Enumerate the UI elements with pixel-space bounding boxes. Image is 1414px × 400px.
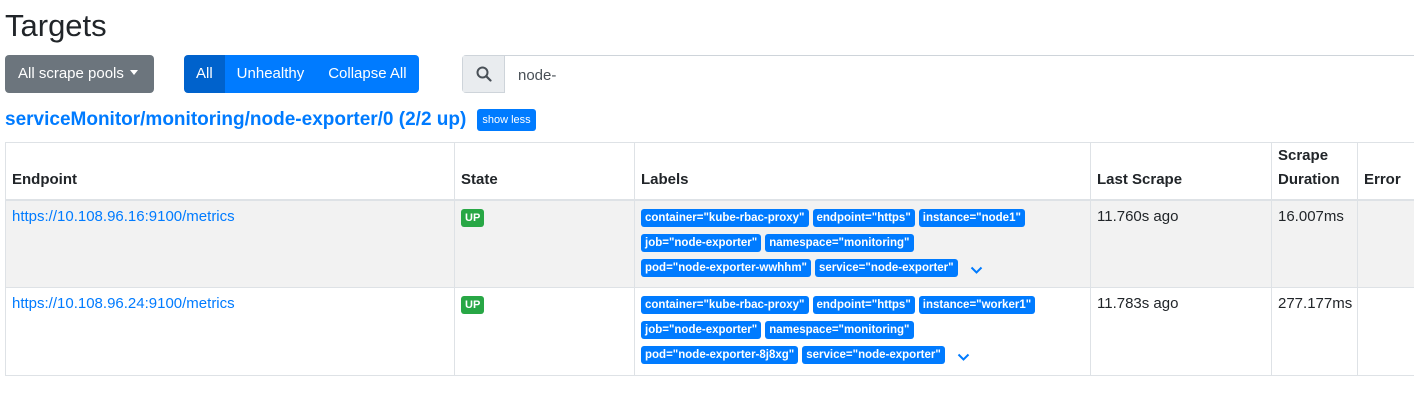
search-box	[462, 55, 1414, 94]
label-badge: instance="node1"	[918, 208, 1025, 227]
last-scrape-value: 11.783s ago	[1090, 287, 1272, 376]
table-row: https://10.108.96.16:9100/metrics UP con…	[5, 199, 1414, 288]
pool-header: serviceMonitor/monitoring/node-exporter/…	[5, 106, 536, 134]
label-badge: namespace="monitoring"	[765, 321, 914, 339]
header-scrape-duration-line1: Scrape	[1278, 146, 1329, 164]
table-row: https://10.108.96.24:9100/metrics UP con…	[5, 287, 1414, 376]
label-badge: job="node-exporter"	[641, 321, 762, 339]
chevron-down-icon[interactable]	[970, 262, 983, 284]
pool-title-link[interactable]: serviceMonitor/monitoring/node-exporter/…	[5, 109, 467, 130]
filter-unhealthy-button[interactable]: Unhealthy	[224, 55, 317, 93]
header-endpoint: Endpoint	[5, 142, 455, 201]
endpoint-link[interactable]: https://10.108.96.16:9100/metrics	[12, 207, 235, 225]
label-badge: instance="worker1"	[918, 296, 1036, 314]
header-error: Error	[1357, 142, 1414, 201]
page-title: Targets	[5, 8, 107, 43]
label-badge: endpoint="https"	[812, 208, 915, 227]
error-value	[1357, 287, 1414, 376]
label-badge: endpoint="https"	[812, 296, 915, 314]
label-badge: container="kube-rbac-proxy"	[641, 208, 809, 227]
scrape-duration-value: 277.177ms	[1271, 287, 1358, 376]
labels-list: container="kube-rbac-proxy" endpoint="ht…	[641, 296, 1071, 371]
scrape-duration-value: 16.007ms	[1271, 199, 1358, 288]
header-scrape-duration-line2: Duration	[1278, 170, 1340, 188]
filter-all-button[interactable]: All	[184, 55, 225, 93]
header-labels: Labels	[634, 142, 1091, 201]
status-badge: UP	[461, 208, 485, 227]
header-state: State	[454, 142, 635, 201]
toolbar: All scrape pools All Unhealthy Collapse …	[5, 55, 1414, 94]
search-input[interactable]	[505, 56, 1414, 94]
show-less-button[interactable]: show less	[477, 109, 536, 131]
error-value	[1357, 199, 1414, 288]
label-badge: container="kube-rbac-proxy"	[641, 296, 809, 314]
scrape-pools-dropdown-button[interactable]: All scrape pools	[5, 55, 154, 93]
scrape-pools-label: All scrape pools	[18, 65, 124, 82]
chevron-down-icon[interactable]	[957, 349, 970, 371]
labels-list: container="kube-rbac-proxy" endpoint="ht…	[641, 208, 1071, 284]
header-last-scrape: Last Scrape	[1090, 142, 1272, 201]
caret-down-icon	[129, 70, 138, 75]
label-badge: namespace="monitoring"	[765, 233, 914, 252]
label-badge: pod="node-exporter-8j8xg"	[641, 346, 799, 364]
label-badge: service="node-exporter"	[815, 258, 958, 277]
collapse-all-button[interactable]: Collapse All	[316, 55, 419, 93]
label-badge: pod="node-exporter-wwhhm"	[641, 258, 812, 277]
table-header-row: Endpoint State Labels Last Scrape Scrape…	[5, 142, 1414, 201]
targets-table: Endpoint State Labels Last Scrape Scrape…	[5, 142, 1414, 376]
search-icon	[463, 56, 505, 92]
filter-button-group: All Unhealthy Collapse All	[184, 55, 419, 93]
endpoint-link[interactable]: https://10.108.96.24:9100/metrics	[12, 295, 235, 312]
last-scrape-value: 11.760s ago	[1090, 199, 1272, 288]
label-badge: job="node-exporter"	[641, 233, 762, 252]
label-badge: service="node-exporter"	[802, 346, 945, 364]
status-badge: UP	[461, 296, 485, 314]
